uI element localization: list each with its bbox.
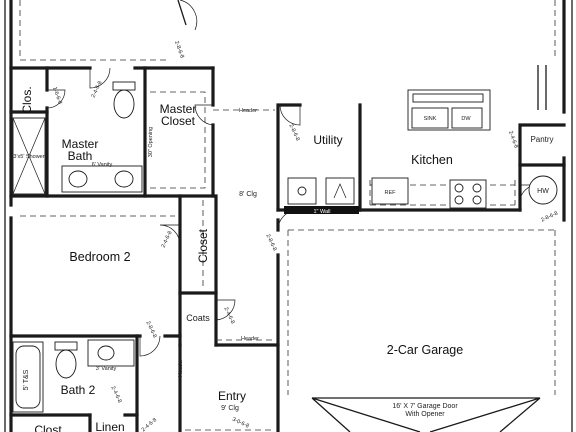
bath2-label: Bath 2: [61, 383, 96, 397]
shower-note: 3'x5' Shower: [13, 154, 44, 160]
door-tag-14: 2-4-6-8: [141, 417, 158, 432]
door-swing-master-closet: [194, 104, 214, 126]
header-note-2: Header: [241, 336, 259, 342]
closet-vertical-label: Closet: [196, 228, 210, 263]
closet-small-label: Clos.: [20, 86, 34, 113]
entry-label: Entry: [218, 389, 246, 403]
header-note-3: Header: [178, 359, 184, 377]
ceiling-9-note: 9' Clg: [221, 405, 239, 412]
pantry-label: Pantry: [530, 135, 553, 144]
coats-label: Coats: [186, 313, 210, 323]
water-heater-label: HW: [537, 188, 549, 195]
fixtures: [12, 81, 558, 413]
door-tag-12: 2-4-6-8: [109, 385, 122, 404]
door-swing-bath2: [139, 335, 161, 357]
master-bath-label-2: Bath: [68, 149, 93, 163]
water-heater: [528, 175, 558, 205]
bedroom2-label: Bedroom 2: [69, 250, 130, 264]
linen-label: Linen: [95, 420, 124, 432]
burner-1: [454, 183, 464, 193]
door-swing-utility: [279, 104, 301, 126]
door-tag-11: 2-8-6-8: [540, 211, 559, 224]
porch-edge: [177, 0, 187, 26]
master-bath-label-1: Master: [62, 137, 99, 151]
washer-drum: [297, 186, 307, 196]
island-bar: [412, 93, 484, 103]
door-tag-10: 2-4-6-8: [507, 130, 519, 149]
burner-4: [472, 195, 482, 205]
door-tag-1: 2-8-6-8: [173, 40, 185, 59]
tub-note: 5' T&S: [23, 369, 30, 390]
refrigerator-label: REF: [385, 190, 397, 196]
opening-note: 30" Opening: [148, 127, 154, 157]
door-swing-bedroom2: [159, 224, 181, 246]
bath2-sink: [97, 345, 115, 361]
door-tag-7: 2-4-6-8: [161, 230, 174, 249]
utility-label: Utility: [313, 133, 342, 147]
notes: 8' Clg 9' Clg 6' Vanity 3' Vanity 30" Op…: [13, 108, 549, 418]
door-tag-8: 2-4-6-8: [222, 306, 235, 325]
door-tag-2: 2-4-6-8: [91, 80, 104, 99]
master-closet-label-2: Closet: [161, 114, 196, 128]
master-toilet-bowl: [113, 89, 135, 119]
door-swing-master-bath: [89, 67, 111, 89]
door-swing-entry-top: [179, 0, 198, 31]
kitchen-sink: [411, 107, 449, 129]
door-tag-4: 2-8-6-8: [287, 123, 300, 142]
door-tag-3: 1-6-6-8: [51, 86, 63, 105]
bath2-toilet-tank: [54, 341, 78, 351]
vanity-3-note: 3' Vanity: [96, 366, 117, 372]
dryer: [325, 177, 355, 205]
shower-cross: [12, 117, 46, 195]
door-tag-9: 2-8-6-8: [144, 320, 157, 339]
ceiling-8-note: 8' Clg: [239, 191, 257, 198]
garage-label: 2-Car Garage: [387, 343, 463, 357]
master-sink-1: [68, 170, 88, 188]
walls: [4, 0, 573, 432]
garage-door-header: [311, 397, 541, 432]
burner-2: [472, 183, 482, 193]
closet-walls: [178, 194, 218, 347]
header-note-1: Header: [239, 108, 257, 114]
burner-3: [454, 195, 464, 205]
master-toilet-tank: [112, 81, 136, 91]
vanity-6-note: 6' Vanity: [92, 162, 113, 168]
kitchen-counter-ends: [369, 180, 516, 205]
dishwasher: [451, 107, 483, 129]
bath2-tub-inner: [15, 345, 41, 409]
closet-shelf-line: [150, 91, 206, 189]
door-swing-clos: [46, 89, 66, 109]
range: [449, 179, 487, 209]
bath2-toilet-bowl: [55, 349, 77, 379]
dashed-lines: [19, 0, 556, 431]
porch-column: [537, 65, 547, 110]
utility-left-wall: [276, 103, 302, 432]
fire-wall-strip: [284, 206, 359, 214]
kitchen-label: Kitchen: [411, 153, 453, 167]
room-labels: Clos. Master Closet Master Bath Utility …: [20, 86, 554, 432]
closet-bottom-label: Clost: [34, 423, 62, 432]
door-swing-coats: [215, 299, 236, 321]
refrigerator: [371, 177, 409, 205]
top-soffit-lines: [19, 0, 556, 61]
garage-door-note-2: With Opener: [405, 411, 445, 418]
master-closet-label-1: Master: [160, 102, 197, 116]
dryer-symbol: [333, 183, 347, 199]
sink-label: SINK: [424, 116, 437, 122]
garage-door-note-1: 16' X 7' Garage Door: [392, 403, 458, 410]
fire-wall-note: 1" Wall: [313, 209, 330, 215]
door-tag-13: 3-0-6-8: [231, 417, 250, 430]
garage-ceiling-line: [287, 229, 556, 395]
pantry-wall: [518, 123, 566, 212]
master-sink-2: [114, 170, 134, 188]
door-tag-6: 2-8-6-8: [264, 233, 277, 252]
dishwasher-label: DW: [461, 116, 471, 122]
